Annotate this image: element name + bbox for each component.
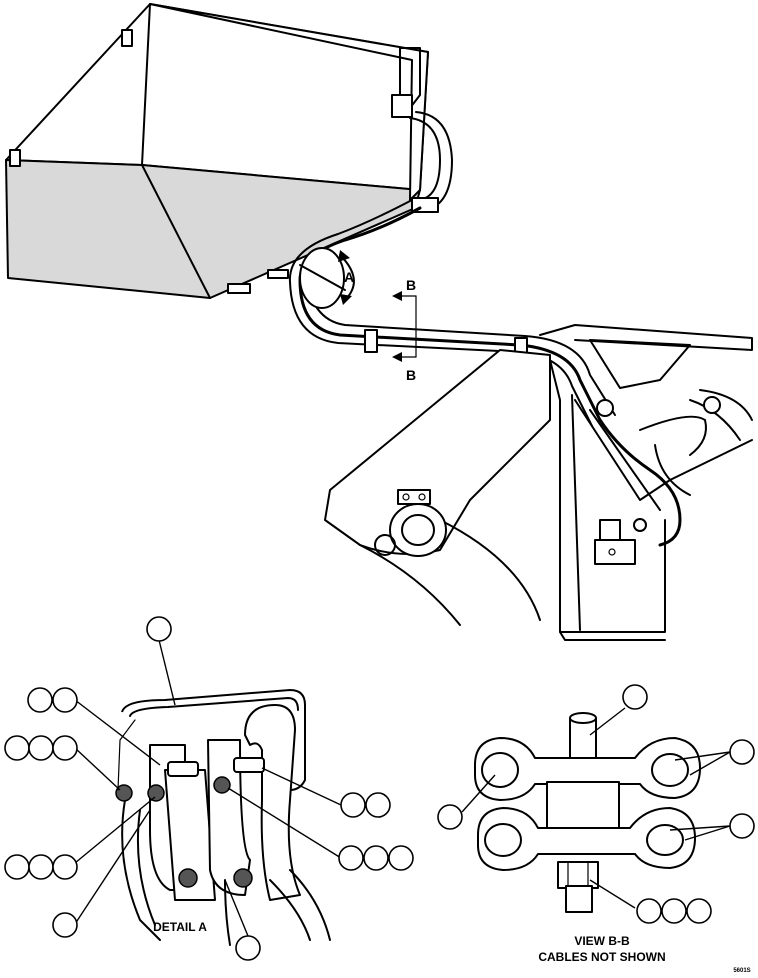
lower-clamp bbox=[477, 807, 696, 871]
callout-bubble bbox=[363, 845, 389, 871]
section-bb-indicator bbox=[392, 291, 417, 362]
label-section-b-bottom: B bbox=[406, 367, 416, 383]
callout-bubble bbox=[52, 912, 78, 938]
hose-strap-1 bbox=[167, 761, 199, 777]
callout-bubble bbox=[636, 898, 662, 924]
view-bb-drawing bbox=[474, 712, 701, 913]
callout-bubble bbox=[146, 616, 172, 642]
callout-bubble bbox=[729, 739, 755, 765]
callout-bubble bbox=[27, 687, 53, 713]
battery-box bbox=[5, 3, 453, 299]
battery-box-side bbox=[149, 3, 429, 201]
callout-bubble bbox=[52, 687, 78, 713]
callout-bubble bbox=[388, 845, 414, 871]
label-cables-not-shown: CABLES NOT SHOWN bbox=[538, 950, 665, 964]
callout-bubbles bbox=[4, 616, 755, 961]
label-detail-a: DETAIL A bbox=[153, 920, 207, 934]
detail-a-drawing bbox=[115, 689, 331, 946]
callout-bubble bbox=[365, 792, 391, 818]
label-view-a: A bbox=[344, 269, 354, 285]
callout-bubble bbox=[4, 735, 30, 761]
callout-bubble bbox=[340, 792, 366, 818]
callout-bubble bbox=[235, 935, 261, 961]
nut bbox=[557, 861, 599, 889]
callout-bubble bbox=[52, 854, 78, 880]
callout-bubble bbox=[661, 898, 687, 924]
callout-bubble bbox=[28, 735, 54, 761]
callout-bubble bbox=[686, 898, 712, 924]
callout-bubble bbox=[28, 854, 54, 880]
latch-left bbox=[9, 149, 21, 167]
upper-clamp bbox=[474, 737, 701, 801]
label-section-b-top: B bbox=[406, 277, 416, 293]
callout-bubble bbox=[437, 804, 463, 830]
bolt-end bbox=[565, 885, 593, 913]
figure-id: 5601S bbox=[733, 968, 750, 974]
callout-bubble bbox=[729, 813, 755, 839]
latch-top bbox=[121, 29, 133, 47]
callout-leaders bbox=[74, 639, 731, 937]
callout-bubble bbox=[4, 854, 30, 880]
label-view-bb: VIEW B-B bbox=[574, 934, 630, 948]
spacer-block bbox=[546, 781, 620, 831]
vehicle-frame bbox=[324, 324, 753, 641]
callout-bubble bbox=[338, 845, 364, 871]
hose-strap-2 bbox=[233, 757, 265, 773]
callout-bubble bbox=[622, 684, 648, 710]
callout-bubble bbox=[52, 735, 78, 761]
